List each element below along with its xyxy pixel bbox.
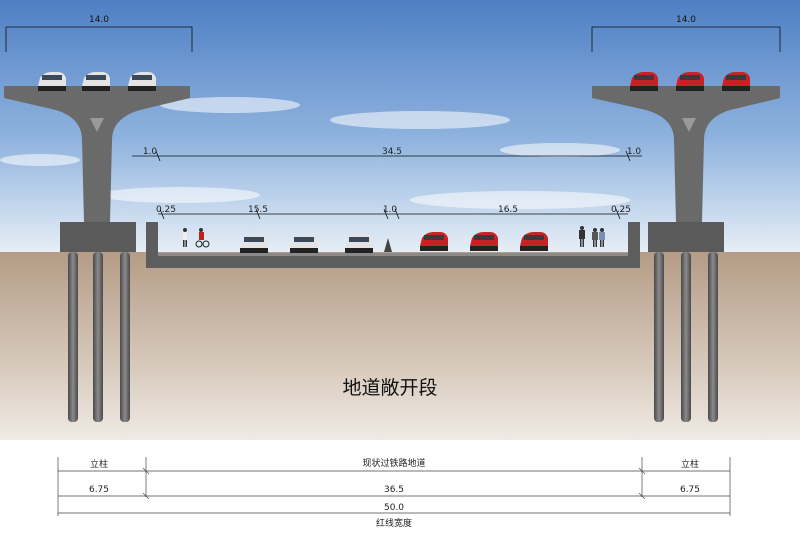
- right-deck-cars: [630, 72, 750, 91]
- pedestrians: [183, 226, 605, 248]
- top-dimension-lines: [5, 26, 781, 220]
- table-col-mid-value: 36.5: [384, 485, 404, 495]
- left-pier: [4, 86, 190, 422]
- dim-sidewalk-left: 0.25: [156, 205, 176, 215]
- car-red: [676, 72, 704, 91]
- right-deck-width: 14.0: [676, 15, 696, 25]
- car-white: [345, 234, 373, 253]
- bottom-dimension-table: [57, 457, 731, 516]
- table-total-label: 红线宽度: [376, 517, 412, 529]
- soil: [0, 252, 800, 452]
- dim-left-wall: 1.0: [143, 147, 158, 157]
- section-title: 地道敞开段: [342, 377, 437, 399]
- car-white: [240, 234, 268, 253]
- trench-structure: [146, 222, 640, 268]
- clouds: [0, 97, 630, 209]
- dim-median: 1.0: [383, 205, 398, 215]
- right-pier: [592, 86, 780, 422]
- pedestrian-icon: [579, 226, 585, 247]
- dim-sidewalk-right: 0.25: [611, 205, 631, 215]
- car-red: [722, 72, 750, 91]
- trench-cars: [240, 232, 548, 253]
- table-col-left-value: 6.75: [89, 485, 109, 495]
- left-deck-width: 14.0: [89, 15, 109, 25]
- left-deck-cars: [38, 72, 156, 91]
- table-col-right-label: 立柱: [681, 458, 699, 470]
- car-red: [470, 232, 498, 251]
- table-col-left-label: 立柱: [90, 458, 108, 470]
- table-total-value: 50.0: [384, 503, 404, 513]
- dim-lane-left: 15.5: [248, 205, 268, 215]
- car-white: [290, 234, 318, 253]
- pedestrian-icon: [183, 228, 187, 247]
- table-col-right-value: 6.75: [680, 485, 700, 495]
- car-red: [520, 232, 548, 251]
- pedestrian-icon: [599, 228, 605, 247]
- car-white: [82, 72, 110, 91]
- table-col-mid-label: 现状过铁路地道: [362, 457, 425, 469]
- dim-right-wall: 1.0: [627, 147, 642, 157]
- car-white: [128, 72, 156, 91]
- cyclist-icon: [195, 228, 210, 248]
- dim-lane-right: 16.5: [498, 205, 518, 215]
- dim-span: 34.5: [382, 147, 402, 157]
- car-white: [38, 72, 66, 91]
- car-red: [420, 232, 448, 251]
- car-red: [630, 72, 658, 91]
- pedestrian-icon: [592, 228, 598, 247]
